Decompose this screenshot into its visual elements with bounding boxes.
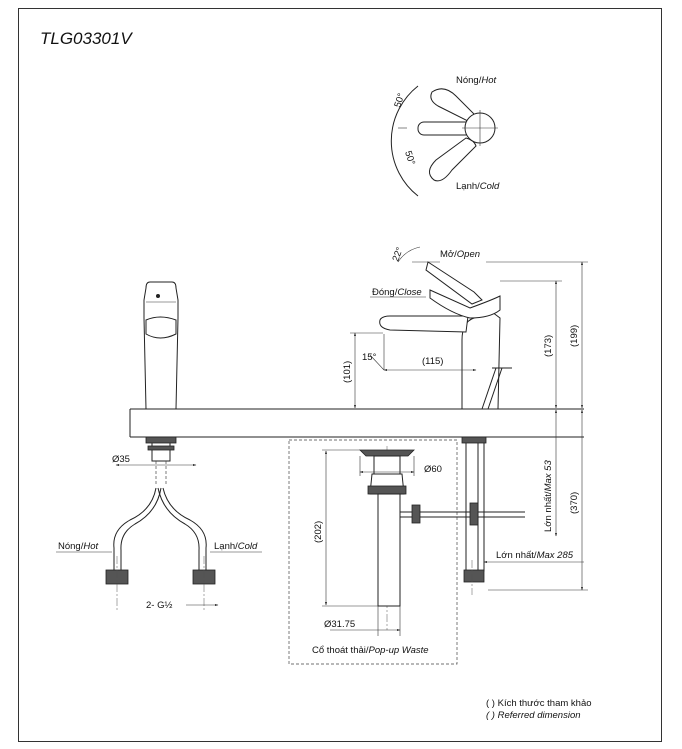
spout-side (379, 315, 469, 333)
cold-hose (162, 487, 207, 570)
waste-locknut (367, 485, 407, 495)
angle-up-label: 50° (392, 92, 407, 109)
washer (147, 445, 175, 451)
overall-height-dim: (199) (569, 325, 580, 347)
drawing-frame (18, 8, 662, 742)
faucet-body-front (143, 281, 179, 410)
open-angle-label: 22° (390, 246, 405, 263)
handle-angle-view: 50° 50° Nóng/Hot Lạnh/Cold (390, 75, 500, 197)
waste-length-dim: (202) (313, 521, 324, 543)
note-line-vi: ( ) Kích thước tham khảo (486, 698, 592, 709)
hot-label: Nóng/Hot (456, 75, 497, 86)
waste-tailpiece (377, 493, 401, 607)
tail-diameter-dim: Ø31.75 (324, 619, 355, 630)
waste-detail-box (288, 439, 458, 665)
linkage-clip (411, 504, 421, 524)
note-line-en: ( ) Referred dimension (486, 710, 581, 721)
hot-hose (113, 487, 157, 570)
waste-caption: Cổ thoát thải/Pop-up Waste (312, 645, 429, 656)
reach-dim: (115) (422, 356, 443, 367)
angle-arc (390, 85, 419, 197)
waste-stopper (373, 455, 401, 475)
popup-waste-view: Ø60 (202) Ø31.75 Cổ thoát thải/Pop-up Wa… (288, 439, 525, 665)
spout-front (145, 316, 177, 339)
spout-height-dim: (101) (342, 361, 353, 383)
lever-closed (429, 289, 501, 319)
front-cold-label: Lạnh/Cold (214, 541, 258, 552)
side-hose-nut (463, 569, 485, 583)
countertop (129, 408, 584, 438)
thread-dim: 2- G½ (146, 600, 172, 611)
cold-label: Lạnh/Cold (456, 181, 500, 192)
max-reach-dim: Lớn nhất/Max 285 (496, 550, 574, 561)
model-title: TLG03301V (40, 29, 133, 48)
lever-height-dim: (173) (543, 335, 554, 357)
spout-angle-label: 15° (362, 352, 377, 363)
angle-down-label: 50° (402, 150, 417, 167)
flange-diameter-dim: Ø60 (424, 464, 442, 475)
fixing-nut (145, 436, 177, 444)
waste-flange (359, 449, 415, 457)
close-label: Đóng/Close (372, 287, 422, 298)
front-hot-label: Nóng/Hot (58, 541, 99, 552)
below-deck-dim: (370) (569, 492, 580, 514)
front-view: Ø35 Nóng/Hot Lạnh/Cold 2- G½ (56, 281, 262, 612)
shank-diameter-dim: Ø35 (112, 454, 130, 465)
lever-open (425, 261, 483, 305)
open-label: Mở/Open (440, 249, 480, 260)
cold-handle-position (429, 137, 477, 182)
max-thickness-dim: Lớn nhất/Max 53 (543, 460, 554, 532)
faucet-body-side (461, 311, 501, 410)
indicator-dot (156, 294, 160, 298)
